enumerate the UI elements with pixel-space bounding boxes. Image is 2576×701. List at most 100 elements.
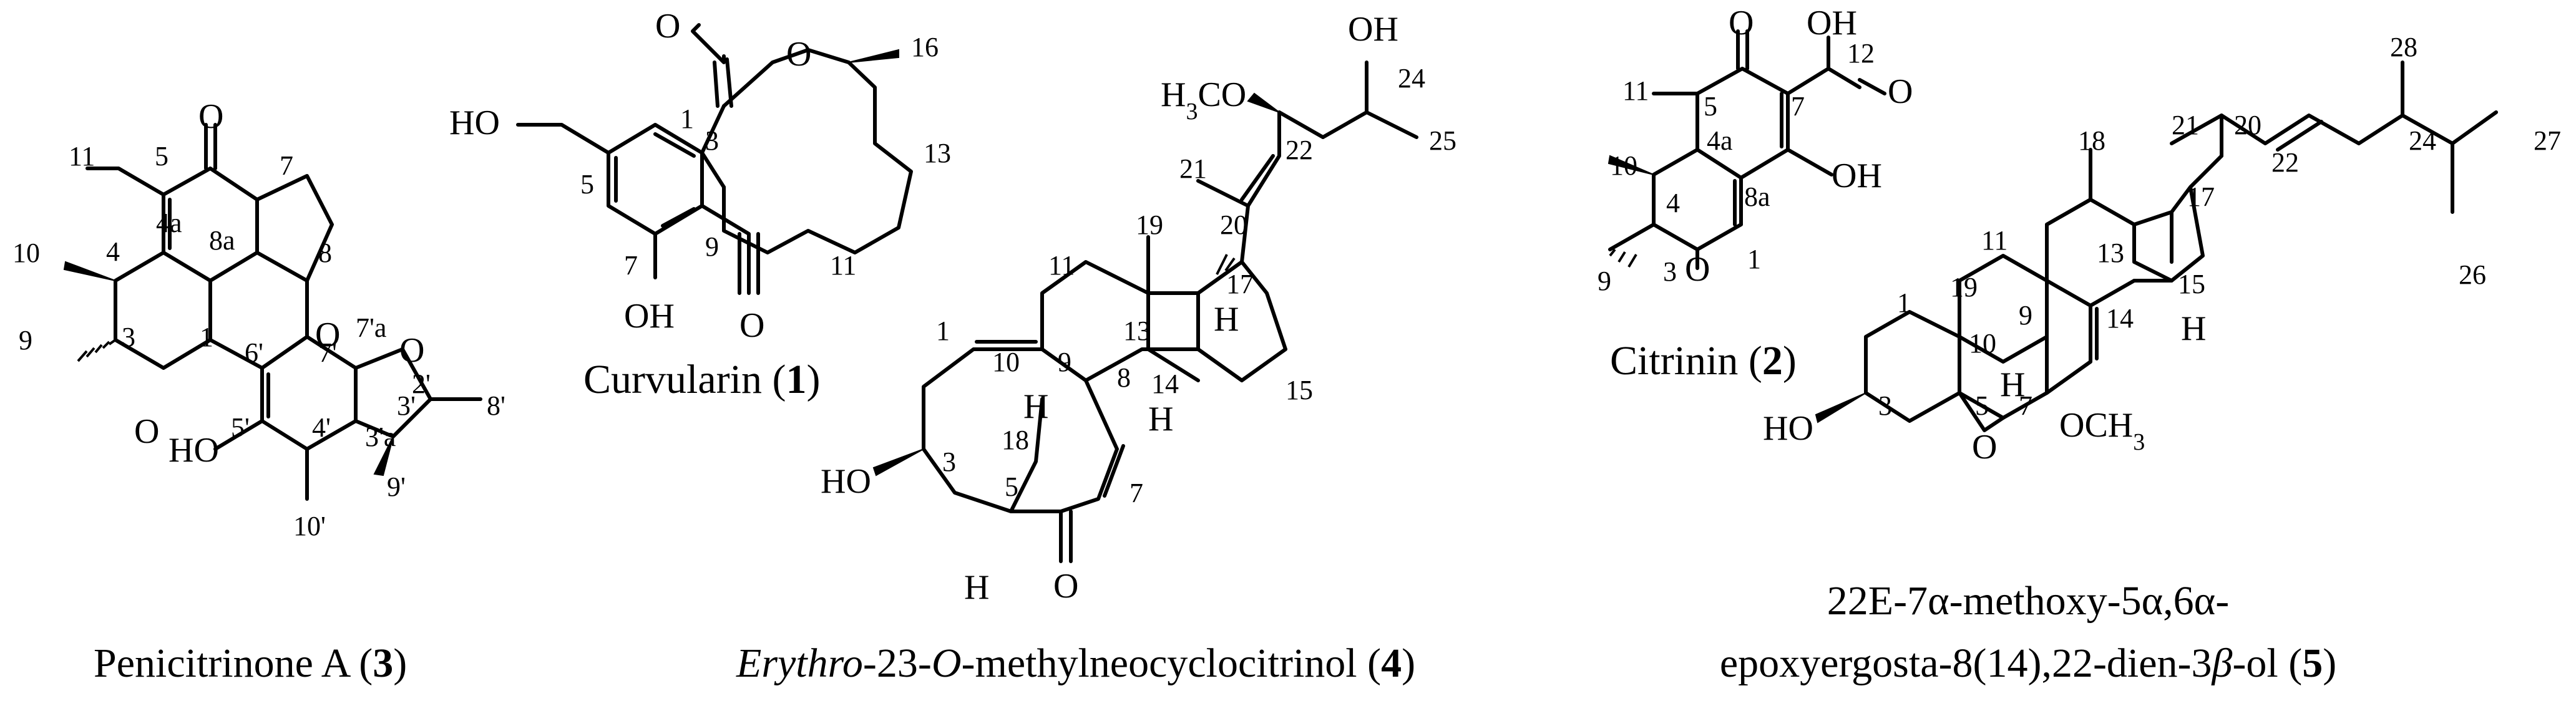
- atom-label-4p: 4': [312, 412, 331, 443]
- h-label-5: H: [964, 568, 989, 607]
- atom-label-21: 21: [1179, 153, 1207, 184]
- heteroatom-o-ketone: O: [1053, 567, 1078, 606]
- atom-label-8a: 8a: [1744, 181, 1770, 212]
- caption-erythro-23-o-methylneocyclocitrinol: Erythro-23-O-methylneocyclocitrinol (4): [736, 641, 1415, 686]
- atom-label-12: 12: [1847, 38, 1875, 69]
- atom-label-18: 18: [1002, 425, 1029, 455]
- atom-label-18: 18: [2078, 125, 2105, 156]
- atom-label-10p: 10': [293, 511, 326, 541]
- heteroatom-oh: OH: [624, 297, 675, 336]
- atom-label-3: 3: [942, 447, 956, 477]
- atom-label-1: 1: [1897, 288, 1911, 318]
- atom-label-1: 1: [200, 322, 213, 352]
- structure-penicitrinone-a: 11 5 7 10 4 4a 8a 8 7'a 9 3 1 6' 7' 2' 8…: [12, 97, 505, 686]
- atom-label-8: 8: [1117, 362, 1131, 393]
- atom-label-9: 9: [1598, 266, 1611, 296]
- atom-label-17: 17: [2187, 181, 2215, 212]
- atom-label-26: 26: [2459, 259, 2486, 290]
- atom-label-7a: 7'a: [356, 312, 386, 343]
- atom-label-28: 28: [2390, 32, 2417, 62]
- caption-ergosta-line1: 22E-7α-methoxy-5α,6α-: [1827, 578, 2229, 624]
- heteroatom-o-ketone: O: [1729, 4, 1754, 42]
- atom-label-21: 21: [2172, 110, 2199, 140]
- atom-label-5: 5: [1005, 471, 1018, 502]
- heteroatom-ho: HO: [1763, 409, 1813, 448]
- atom-label-3: 3: [1663, 256, 1677, 287]
- heteroatom-ho: HO: [449, 104, 500, 142]
- atom-label-7: 7: [1791, 91, 1805, 122]
- atom-label-27: 27: [2534, 125, 2561, 156]
- atom-label-5: 5: [580, 169, 594, 200]
- atom-label-5: 5: [1975, 390, 1989, 421]
- heteroatom-o-ketone: O: [198, 97, 223, 136]
- atom-label-3: 3: [705, 125, 719, 156]
- heteroatom-o-ester: O: [786, 35, 811, 74]
- atom-label-20: 20: [2234, 110, 2261, 140]
- atom-label-5: 5: [1704, 91, 1717, 122]
- structure-curvularin: 1 16 5 3 13 9 11 7 O O HO OH O Curvulari…: [449, 7, 951, 402]
- heteroatom-oh: OH: [1348, 10, 1398, 49]
- atom-label-15: 15: [1286, 375, 1313, 405]
- atom-label-9: 9: [705, 231, 719, 262]
- atom-label-16: 16: [911, 32, 939, 62]
- atom-label-9: 9: [2019, 300, 2032, 331]
- heteroatom-o-carbonyl: O: [655, 7, 680, 46]
- atom-label-9: 9: [1058, 347, 1071, 377]
- atom-label-11: 11: [1981, 225, 2008, 256]
- atom-label-15: 15: [2178, 269, 2205, 299]
- structure-ergosta-dien-ol: 28 27 21 20 22 24 18 17 26 11 13 1 19 9 …: [1720, 32, 2561, 686]
- atom-label-10: 10: [12, 238, 40, 268]
- atom-label-1: 1: [1747, 244, 1761, 274]
- atom-label-13: 13: [924, 138, 951, 168]
- caption-citrinin: Citrinin (2): [1610, 338, 1797, 384]
- atom-label-14: 14: [1151, 369, 1179, 399]
- heteroatom-o-pyran: O: [315, 316, 340, 354]
- heteroatom-o-ring: O: [1685, 250, 1710, 289]
- atom-label-3pa: 3'a: [365, 422, 396, 452]
- atom-label-9: 9: [19, 325, 32, 355]
- caption-curvularin: Curvularin (1): [583, 357, 820, 402]
- heteroatom-ho: HO: [821, 462, 871, 501]
- atom-label-4: 4: [1666, 188, 1680, 218]
- atom-label-7: 7: [2019, 390, 2032, 421]
- atom-label-7: 7: [624, 250, 638, 281]
- atom-label-2p: 2': [412, 369, 431, 399]
- atom-label-7: 7: [280, 150, 293, 181]
- caption-penicitrinone-a: Penicitrinone A (3): [94, 641, 407, 686]
- atom-label-9p: 9': [387, 471, 406, 502]
- atom-label-22: 22: [2271, 147, 2299, 178]
- atom-label-14: 14: [2106, 303, 2134, 334]
- atom-label-13: 13: [1123, 316, 1151, 346]
- h-label-17: H: [1214, 300, 1239, 339]
- atom-label-6p: 6': [245, 337, 263, 368]
- atom-label-13: 13: [2097, 238, 2124, 268]
- atom-label-10: 10: [1610, 150, 1637, 181]
- atom-label-7p: 7': [318, 337, 337, 368]
- h-label-9: H: [2000, 365, 2025, 404]
- atom-label-20: 20: [1220, 210, 1247, 240]
- atom-label-4a: 4a: [1707, 125, 1733, 156]
- atom-label-7: 7: [1129, 478, 1143, 508]
- heteroatom-oh-acid: OH: [1807, 4, 1857, 42]
- atom-label-3p: 3': [397, 390, 416, 421]
- caption-ergosta-line2: epoxyergosta-8(14),22-dien-3β-ol (5): [1720, 641, 2336, 686]
- h-label-14: H: [1148, 400, 1173, 438]
- atom-label-4: 4: [106, 236, 120, 267]
- atom-label-10: 10: [992, 347, 1020, 377]
- atom-label-3: 3: [1878, 390, 1892, 421]
- atom-label-25: 25: [1429, 125, 1456, 156]
- heteroatom-o-acid: O: [1888, 72, 1913, 111]
- atom-label-11: 11: [830, 250, 856, 281]
- atom-label-5: 5: [155, 141, 168, 172]
- atom-label-24: 24: [2409, 125, 2436, 156]
- atom-label-1: 1: [936, 316, 950, 346]
- atom-label-8: 8: [318, 238, 332, 268]
- structure-erythro-23-o-methylneocyclocitrinol: 24 25 21 22 20 19 11 17 13 1 10 9 8 14 1…: [736, 10, 1456, 686]
- heteroatom-och3: OCH3: [2059, 406, 2145, 455]
- atom-label-11: 11: [1048, 250, 1075, 281]
- atom-label-22: 22: [1286, 135, 1313, 165]
- h-label-9: H: [1023, 387, 1048, 426]
- atom-label-19: 19: [1950, 272, 1978, 302]
- atom-label-17: 17: [1226, 269, 1254, 299]
